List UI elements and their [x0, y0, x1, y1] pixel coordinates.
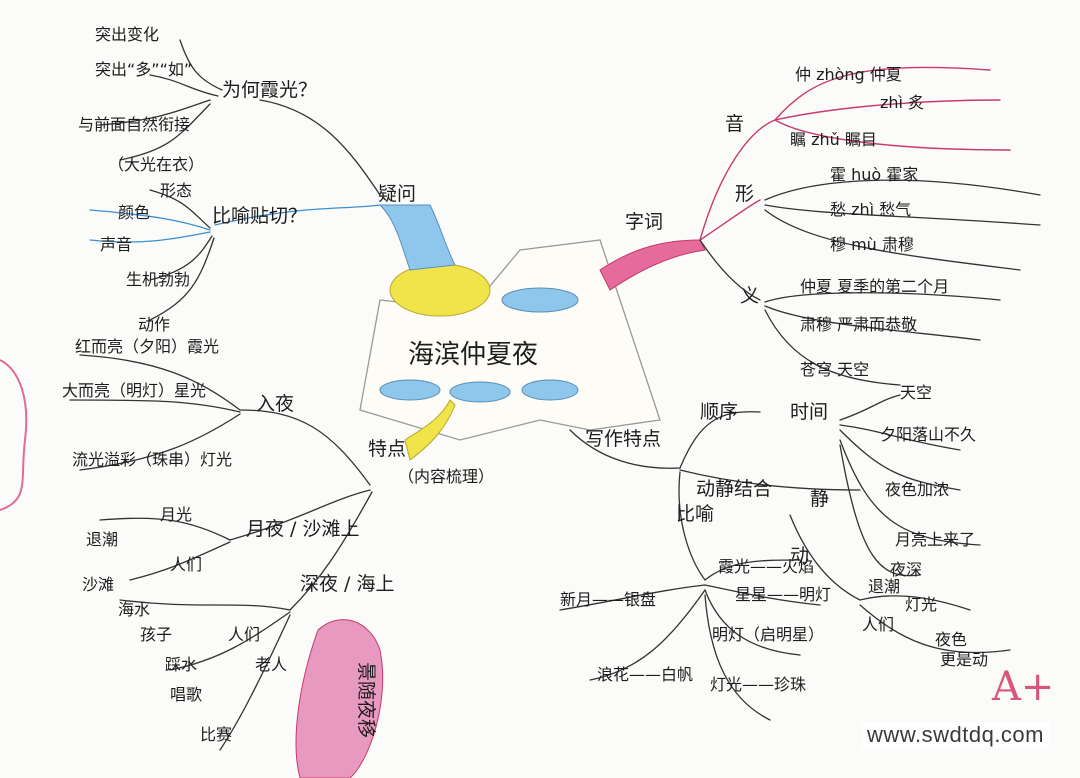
cloud-icon	[521, 379, 579, 401]
metaphor-item: 灯光——珍珠	[710, 675, 806, 694]
metaphor-item: 新月——银盘	[560, 590, 656, 609]
night-child: 红而亮（夕阳）霞光	[75, 337, 219, 356]
deepnight-child: 老人	[255, 655, 287, 674]
margin-doodle	[0, 359, 28, 511]
pron-item: 瞩 zhǔ 瞩目	[790, 130, 877, 149]
cloud-icon	[501, 287, 579, 313]
meaning-item: 仲夏 夏季的第二个月	[800, 277, 949, 296]
meaning-item: 苍穹 天空	[800, 360, 869, 379]
order-item: 天空	[900, 383, 932, 402]
cloud-icon	[379, 379, 441, 401]
grade-mark: A+	[991, 664, 1054, 710]
branch-ribbon-blue	[378, 204, 456, 271]
deepnight-child: 海水	[118, 600, 150, 619]
pron-item: 仲 zhòng 仲夏	[795, 65, 902, 84]
deepnight-child: 比赛	[200, 725, 232, 744]
q2-child: 形态	[160, 181, 192, 200]
q1-child: 与前面自然衔接	[78, 115, 190, 134]
meaning-label: 义	[740, 285, 759, 307]
cloud-icon	[449, 381, 511, 403]
form-item: 愁 zhì 愁气	[830, 200, 911, 219]
dusk-child: 月光	[160, 505, 192, 524]
branch-features: 特点 （内容梳理） 入夜 红而亮（夕阳）霞光 大而亮（明灯）星光 流光溢彩（珠串…	[62, 337, 494, 778]
questions-label: 疑问	[378, 183, 416, 205]
scenery-label: 景随夜移	[355, 662, 377, 738]
night-child: 流光溢彩（珠串）灯光	[72, 450, 232, 469]
metaphor-item: 明灯（启明星）	[712, 625, 824, 644]
order-item: 夕阳落山不久	[880, 425, 976, 444]
branch-writing: 写作特点 顺序 时间 天空 夕阳落山不久 夜色加浓 月亮上来了 夜深 动静结合 …	[559, 383, 1011, 721]
deepnight-child: 退潮	[86, 530, 118, 549]
motion-item: 灯光	[905, 595, 937, 614]
order-time: 时间	[790, 401, 828, 423]
order-label: 顺序	[700, 401, 738, 423]
writing-label: 写作特点	[585, 428, 661, 450]
metaphor-item: 星星——明灯	[735, 585, 831, 604]
center-title: 海滨仲夏夜	[408, 340, 538, 370]
deepnight-child: 孩子	[140, 625, 172, 644]
metaphor-label: 比喻	[676, 503, 714, 525]
order-item: 夜深	[890, 560, 922, 579]
metaphor-item: 浪花——白帆	[597, 665, 693, 684]
dusk-child: 人们	[170, 555, 202, 574]
q2-child: 颜色	[118, 203, 150, 222]
scenery-highlight	[295, 619, 384, 778]
features-label: 特点	[368, 438, 406, 460]
branch-ribbon-yellow	[404, 399, 456, 461]
deepnight-child: 人们	[228, 625, 260, 644]
q2-child: 声音	[100, 235, 132, 254]
q1-child: （大光在衣）	[108, 155, 204, 174]
q1-label: 为何霞光？	[222, 79, 317, 101]
deepnight-child: 踩水	[165, 655, 197, 674]
deepnight-child: 唱歌	[170, 685, 202, 704]
branch-characters: 字词 音 仲 zhòng 仲夏 瞩 zhǔ 瞩目 zhì 炙 形 霍 huò 霍…	[599, 65, 1041, 386]
pron-item: zhì 炙	[880, 93, 924, 112]
branch-ribbon-pink	[599, 239, 706, 291]
q2-child: 动作	[138, 315, 170, 334]
q1-child: 突出“多”“如”	[95, 60, 192, 79]
motion-item: 夜色	[935, 630, 967, 649]
motion-still: 静	[810, 488, 829, 510]
order-item: 夜色加浓	[885, 480, 949, 499]
motion-move: 动	[790, 545, 809, 567]
motion-item: 人们	[862, 615, 894, 634]
characters-label: 字词	[625, 211, 663, 233]
sun-icon	[389, 263, 491, 317]
center-node: 海滨仲夏夜	[359, 239, 661, 441]
features-sublabel: （内容梳理）	[398, 467, 494, 486]
motion-item: 退潮	[868, 577, 900, 596]
deepnight-child: 沙滩	[82, 575, 114, 594]
deepnight-label: 深夜 / 海上	[300, 573, 394, 595]
watermark: www.swdtdq.com	[861, 722, 1050, 748]
metaphor-item: 霞光——火焰	[718, 557, 814, 576]
q1-child: 突出变化	[95, 25, 159, 44]
motion-label: 动静结合	[696, 478, 772, 500]
order-item: 月亮上来了	[895, 530, 975, 549]
form-item: 霍 huò 霍家	[830, 165, 918, 184]
branch-questions: 疑问 为何霞光？ 突出变化 突出“多”“如” 与前面自然衔接 （大光在衣） 比喻…	[78, 25, 491, 334]
night-child: 大而亮（明灯）星光	[62, 381, 206, 400]
form-item: 穆 mù 肃穆	[830, 235, 914, 254]
dusk-label: 月夜 / 沙滩上	[246, 518, 359, 540]
motion-item: 更是动	[940, 650, 988, 669]
q2-child: 生机勃勃	[126, 270, 190, 289]
meaning-item: 肃穆 严肃而恭敬	[800, 315, 917, 334]
q2-label: 比喻贴切？	[212, 205, 307, 227]
pron-label: 音	[725, 113, 744, 135]
night-label: 入夜	[256, 393, 294, 415]
form-label: 形	[735, 183, 754, 205]
